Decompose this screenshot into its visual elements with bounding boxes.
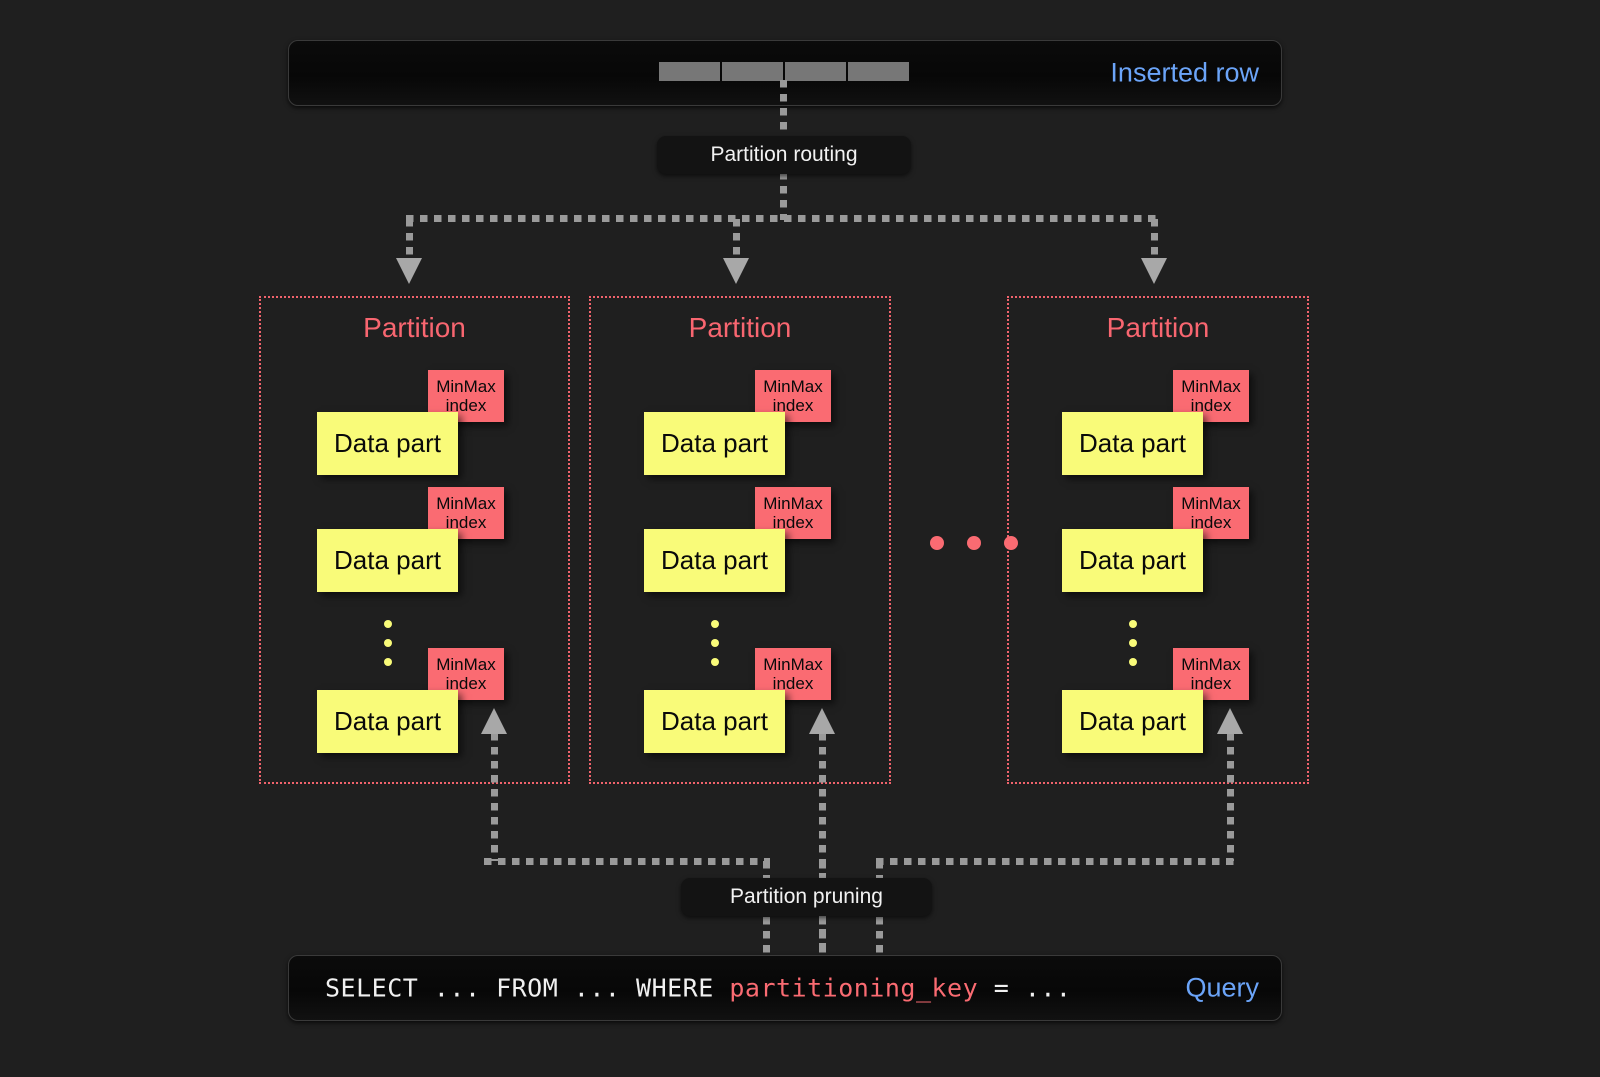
minmax-line-1: MinMax <box>763 376 823 396</box>
query-suffix: = ... <box>978 973 1072 1003</box>
partition-title: Partition <box>363 312 466 343</box>
minmax-line-1: MinMax <box>1181 493 1241 513</box>
minmax-line-2: index <box>445 513 487 532</box>
minmax-index-text: MinMax index <box>763 655 823 693</box>
data-part-box: Data part <box>1062 412 1203 475</box>
minmax-line-1: MinMax <box>436 493 496 513</box>
minmax-line-1: MinMax <box>436 654 496 674</box>
partitions-horizontal-ellipsis <box>930 536 1018 550</box>
query-prefix: SELECT ... FROM ... WHERE <box>325 973 730 1003</box>
ellipsis-dot <box>1129 639 1137 647</box>
ellipsis-dot <box>384 658 392 666</box>
data-part-box: Data part <box>644 412 785 475</box>
connector-partition-3-down <box>1227 733 1234 861</box>
ellipsis-dot <box>384 620 392 628</box>
row-cell <box>722 62 783 81</box>
connector-pruning-bus-left <box>484 858 770 865</box>
data-part-box: Data part <box>1062 690 1203 753</box>
minmax-index-box: MinMax index <box>1173 370 1249 422</box>
arrow-into-partition-2 <box>723 258 749 284</box>
connector-partition-2-down <box>819 733 826 945</box>
minmax-index-text: MinMax index <box>436 377 496 415</box>
connector-row-to-routing <box>780 80 787 138</box>
connector-bus-to-partition-3 <box>1151 219 1158 263</box>
partition-title: Partition <box>1106 312 1210 343</box>
vertical-ellipsis-dots <box>1129 620 1137 677</box>
minmax-index-text: MinMax index <box>1181 655 1241 693</box>
minmax-line-1: MinMax <box>1181 654 1241 674</box>
partition-pruning-text: Partition pruning <box>730 885 883 908</box>
minmax-line-1: MinMax <box>763 493 823 513</box>
minmax-line-1: MinMax <box>763 654 823 674</box>
arrow-to-partition-3-parts <box>1217 708 1243 734</box>
minmax-index-text: MinMax index <box>1181 494 1241 532</box>
partition-routing-text: Partition routing <box>710 143 858 166</box>
partition-box-3: Partition MinMax index Data part MinMax … <box>1007 296 1309 784</box>
data-part-box: Data part <box>317 412 458 475</box>
minmax-line-2: index <box>445 396 487 415</box>
query-label: Query <box>1185 972 1259 1003</box>
arrow-into-partition-3 <box>1141 258 1167 284</box>
ellipsis-dot <box>711 658 719 666</box>
data-part-box: Data part <box>1062 529 1203 592</box>
arrow-into-partition-1 <box>396 258 422 284</box>
query-partitioning-key: partitioning_key <box>729 973 979 1003</box>
query-sql-text: SELECT ... FROM ... WHERE partitioning_k… <box>325 974 1071 1003</box>
ellipsis-dot <box>1129 620 1137 628</box>
minmax-index-text: MinMax index <box>763 377 823 415</box>
connector-routing-to-bus <box>780 172 787 220</box>
partition-box-2: Partition MinMax index Data part MinMax … <box>589 296 891 784</box>
ellipsis-dot <box>1129 658 1137 666</box>
minmax-index-text: MinMax index <box>436 494 496 532</box>
partition-box-1: Partition MinMax index Data part MinMax … <box>259 296 570 784</box>
vertical-ellipsis-dots <box>384 620 392 677</box>
arrow-to-partition-1-parts <box>481 708 507 734</box>
ellipsis-dot <box>711 620 719 628</box>
minmax-index-box: MinMax index <box>755 370 831 422</box>
minmax-line-2: index <box>772 396 814 415</box>
partition-routing-label: Partition routing <box>657 136 911 174</box>
minmax-line-2: index <box>1190 396 1232 415</box>
inserted-row-label: Inserted row <box>1110 57 1259 88</box>
inserted-row-bar: Inserted row <box>288 40 1282 106</box>
minmax-line-2: index <box>1190 674 1232 693</box>
minmax-line-2: index <box>1190 513 1232 532</box>
arrow-to-partition-2-parts <box>809 708 835 734</box>
minmax-line-2: index <box>772 513 814 532</box>
vertical-ellipsis-dots <box>711 620 719 677</box>
ellipsis-dot <box>967 536 981 550</box>
partition-pruning-label: Partition pruning <box>681 878 932 916</box>
minmax-line-2: index <box>772 674 814 693</box>
ellipsis-dot <box>711 639 719 647</box>
partition-title: Partition <box>688 312 792 343</box>
minmax-line-1: MinMax <box>436 376 496 396</box>
row-cell <box>785 62 846 81</box>
ellipsis-dot <box>930 536 944 550</box>
ellipsis-dot <box>384 639 392 647</box>
connector-bus-to-partition-2 <box>733 219 740 263</box>
minmax-index-text: MinMax index <box>1181 377 1241 415</box>
connector-bus-to-partition-1 <box>406 219 413 263</box>
minmax-index-text: MinMax index <box>436 655 496 693</box>
connector-pruning-bus-right <box>876 858 1234 865</box>
connector-partition-1-down <box>491 733 498 861</box>
row-cell <box>659 62 720 81</box>
data-part-box: Data part <box>317 690 458 753</box>
data-part-box: Data part <box>317 529 458 592</box>
row-cell <box>848 62 909 81</box>
ellipsis-dot <box>1004 536 1018 550</box>
minmax-line-1: MinMax <box>1181 376 1241 396</box>
minmax-index-text: MinMax index <box>763 494 823 532</box>
connector-routing-bus <box>406 215 1158 222</box>
inserted-row-cells <box>659 62 909 81</box>
data-part-box: Data part <box>644 690 785 753</box>
data-part-box: Data part <box>644 529 785 592</box>
query-bar: SELECT ... FROM ... WHERE partitioning_k… <box>288 955 1282 1021</box>
minmax-line-2: index <box>445 674 487 693</box>
